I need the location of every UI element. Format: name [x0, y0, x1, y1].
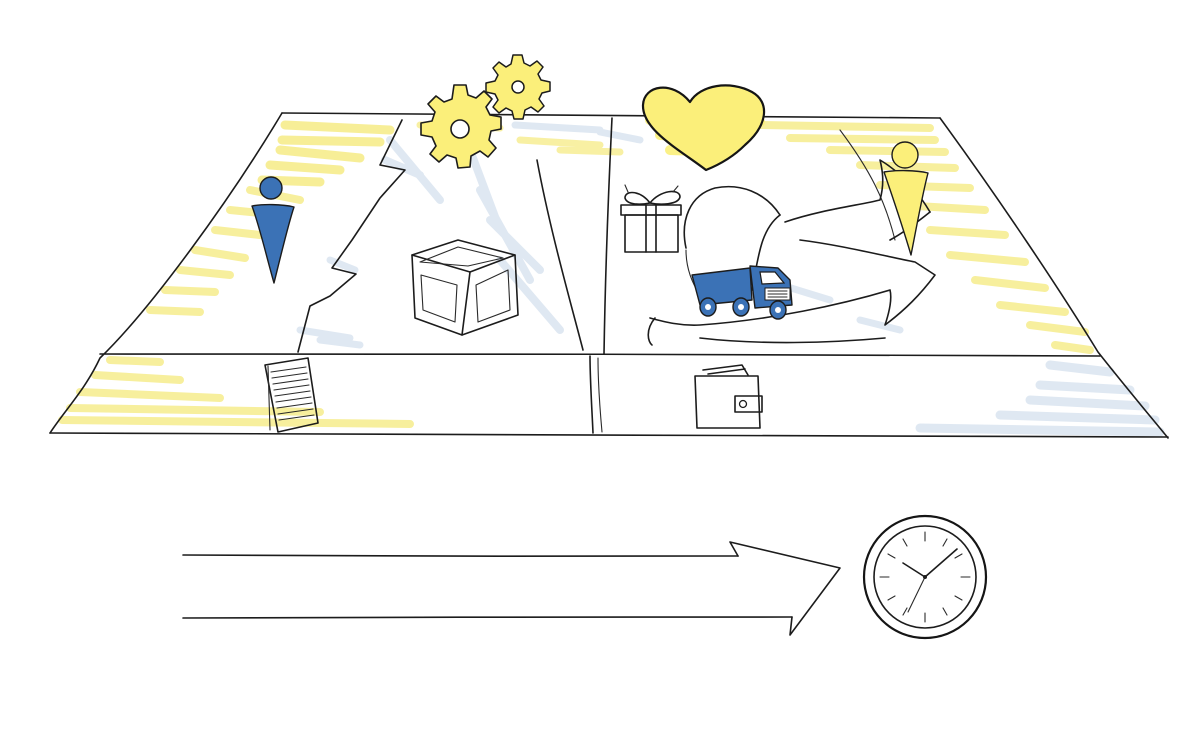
truck-icon	[691, 265, 793, 320]
document-icon	[264, 357, 319, 433]
gears-icon	[420, 54, 551, 169]
canvas-board	[49, 112, 1169, 439]
heart-icon	[641, 84, 766, 172]
crate-icon	[411, 239, 519, 336]
person-icon	[251, 176, 295, 284]
gift-icon	[620, 184, 682, 253]
person-icon	[883, 141, 929, 256]
clock-icon	[862, 514, 988, 640]
arrow-icon	[182, 541, 841, 636]
wallet-icon	[694, 364, 763, 429]
color-washes	[58, 115, 1165, 437]
